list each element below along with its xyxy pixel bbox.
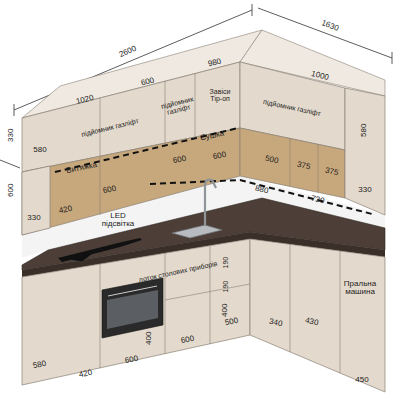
dimension-label: 330: [8, 128, 16, 141]
dimension-label: 330: [27, 214, 40, 222]
dimension-label: 600: [125, 354, 140, 365]
dimension-label: 580: [361, 123, 369, 136]
dimension-label: Завіси Тір-оп: [203, 88, 237, 103]
dimension-label: 400: [146, 331, 154, 344]
sink: [172, 225, 222, 238]
dimension-label: 1630: [320, 19, 340, 33]
upper-right-wood: [240, 128, 345, 198]
oven-handle: [108, 286, 157, 296]
dimension-label: Пральна машина: [338, 280, 382, 297]
dimension-label: 600: [8, 183, 16, 196]
dimension-label: 580: [33, 146, 46, 154]
oven-window: [107, 290, 158, 329]
dimension-label: 2600: [118, 45, 138, 60]
upper-right-end: [345, 88, 385, 215]
faucet: [205, 180, 216, 226]
oven: [102, 278, 163, 338]
dimension-label: 330: [358, 186, 371, 194]
leader-line: [0, 160, 20, 168]
lower-cabinets: [22, 239, 250, 385]
dimension-label: 400: [222, 303, 230, 316]
led-strip: [55, 128, 372, 214]
dimension-label: 190: [222, 281, 229, 293]
dimension-label: 190: [222, 257, 229, 269]
lower-seams: [100, 244, 340, 373]
hob-body: [58, 238, 142, 262]
side-panel: [22, 166, 50, 235]
dimension-label: LED підсвітка: [93, 212, 143, 229]
door-seams: [100, 73, 318, 215]
dimension-label: 450: [355, 376, 368, 384]
dimension-label: 420: [79, 368, 94, 379]
lower-right-cabinets: [250, 239, 385, 392]
